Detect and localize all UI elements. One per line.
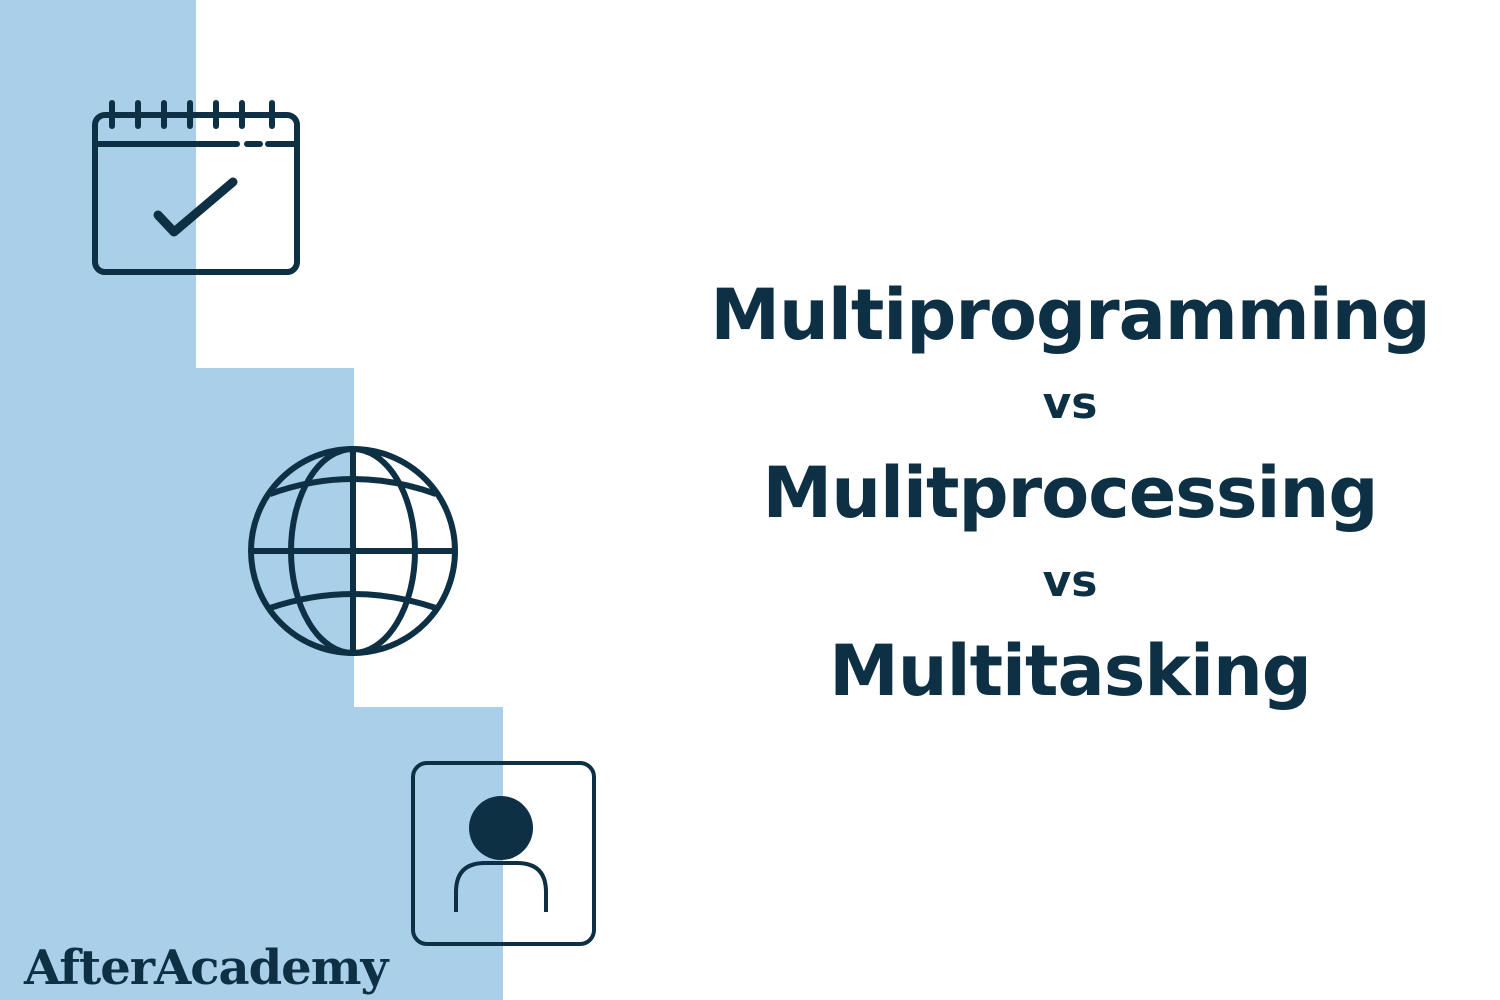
background-step-bottom: [0, 707, 503, 1000]
title-vs-first: vs: [1042, 378, 1098, 429]
title-block: Multiprogramming vs Mulitprocessing vs M…: [660, 270, 1480, 716]
title-line-multitasking: Multitasking: [829, 630, 1312, 712]
title-line-multiprogramming: Multiprogramming: [710, 274, 1430, 356]
globe-icon: [246, 444, 460, 658]
title-line-mulitprocessing: Mulitprocessing: [762, 452, 1379, 534]
title-vs-second: vs: [1042, 556, 1098, 607]
user-profile-icon: [410, 760, 597, 947]
afteracademy-logo: AfterAcademy: [24, 940, 388, 996]
calendar-check-icon: [90, 98, 302, 278]
